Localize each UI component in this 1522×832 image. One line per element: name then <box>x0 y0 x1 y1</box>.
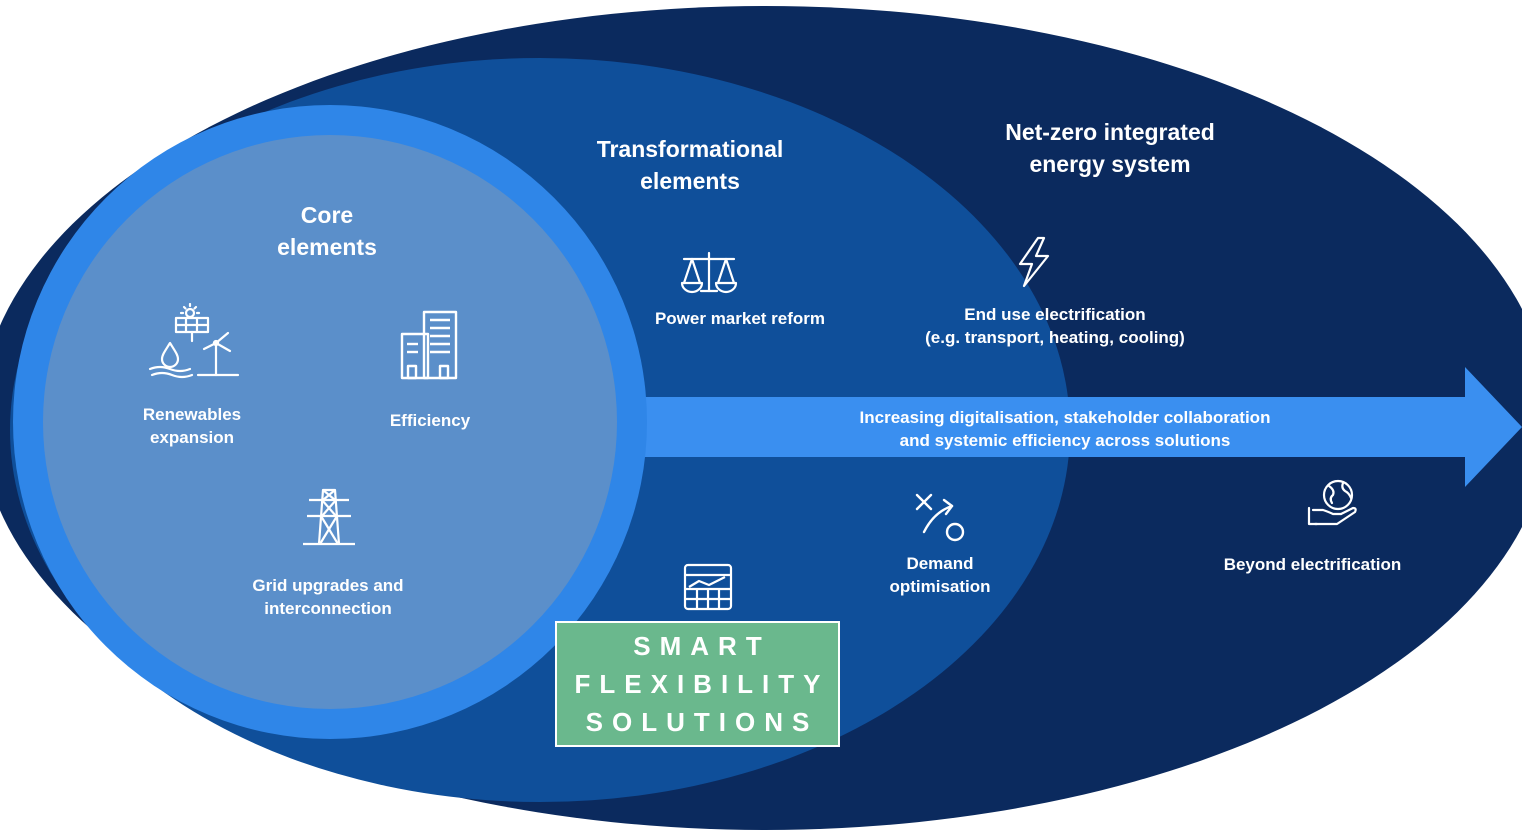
lightning-icon <box>1014 236 1052 288</box>
spreadsheet-chart-icon <box>683 563 733 611</box>
renewables-icon <box>148 303 240 379</box>
transformational-elements-title: Transformational elements <box>596 136 784 194</box>
beyond-electrification-label: Beyond electrification <box>1223 555 1402 574</box>
demand-optimisation-label: Demand optimisation <box>889 554 991 596</box>
scales-icon <box>680 251 738 297</box>
efficiency-label: Efficiency <box>389 411 471 430</box>
renewables-label: Renewables expansion <box>142 405 242 447</box>
electrification-label: End use electrification (e.g. transport,… <box>925 305 1185 347</box>
smart-box-line-3: SOLUTIONS <box>585 707 819 737</box>
core-elements-title: Core elements <box>277 202 377 260</box>
net-zero-title: Net-zero integrated energy system <box>1005 119 1215 177</box>
arrow-label: Increasing digitalisation, stakeholder c… <box>859 408 1271 450</box>
power-market-label: Power market reform <box>654 309 826 328</box>
grid-upgrades-label: Grid upgrades and interconnection <box>252 576 404 618</box>
core-circle <box>43 135 617 709</box>
digitalisation-arrow <box>560 367 1522 487</box>
globe-hand-icon <box>1307 478 1361 528</box>
strategy-icon <box>914 492 968 544</box>
building-icon <box>398 310 460 380</box>
transmission-tower-icon <box>301 486 357 546</box>
smart-flexibility-box: SMART FLEXIBILITY SOLUTIONS <box>555 621 840 747</box>
smart-box-line-2: FLEXIBILITY <box>574 669 830 699</box>
smart-box-line-1: SMART <box>633 631 771 661</box>
